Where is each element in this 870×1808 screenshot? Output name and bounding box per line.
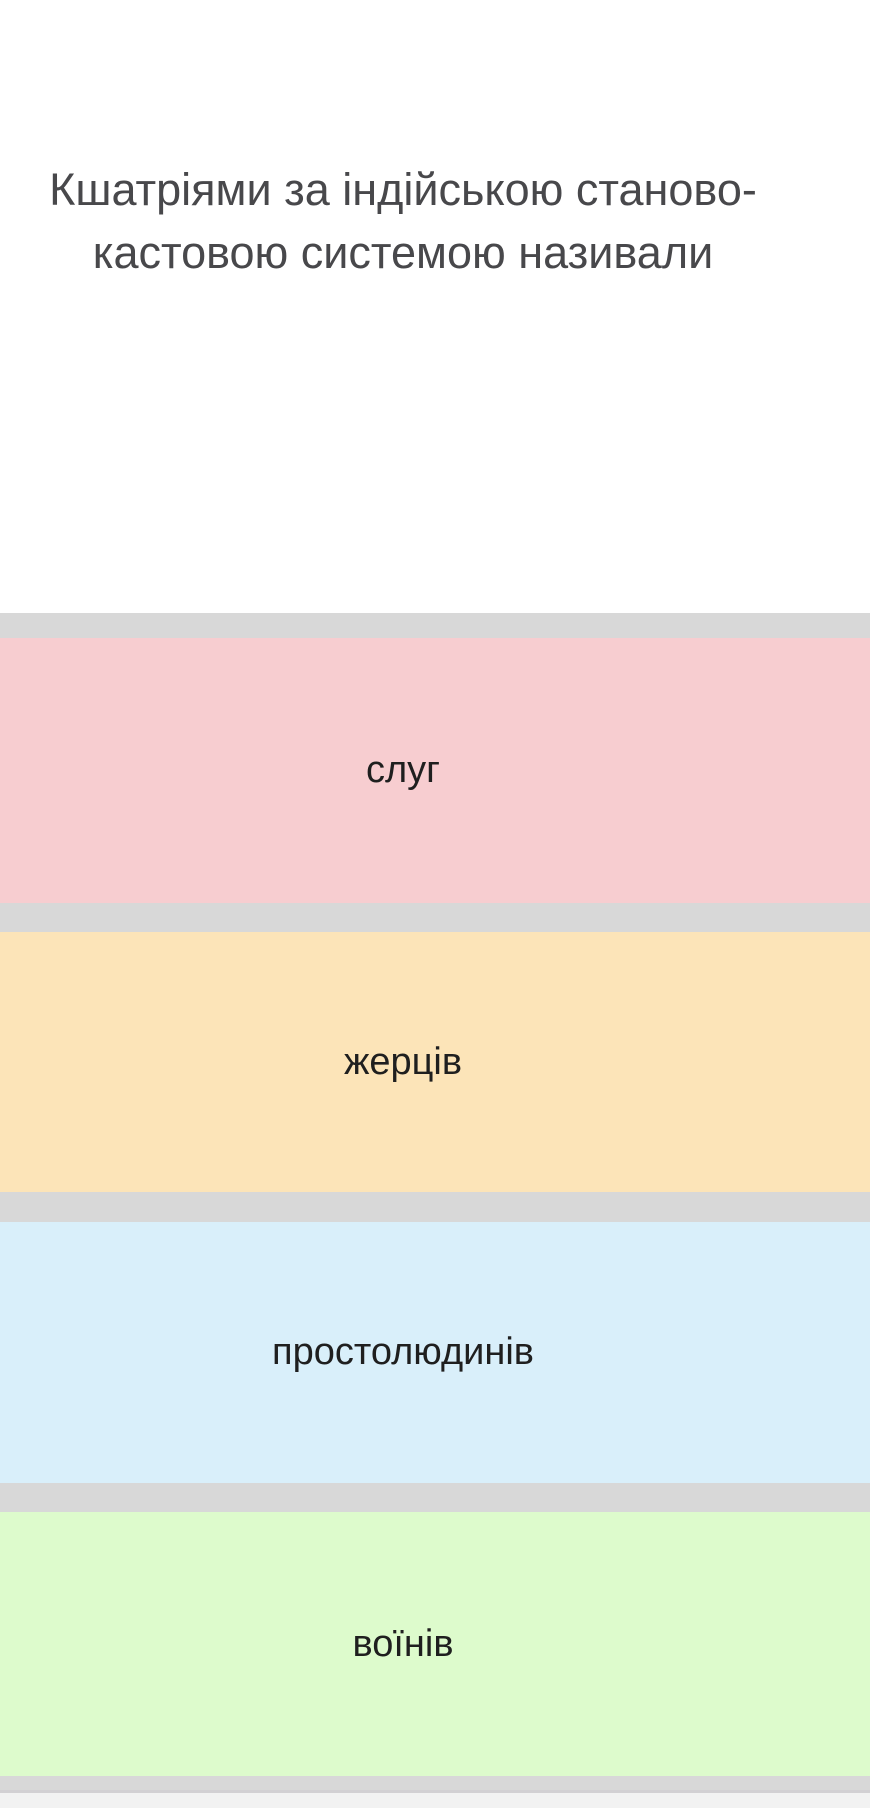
question-text: Кшатріями за індійською станово-кастовою… <box>49 164 757 278</box>
answer-option-label: воїнів <box>352 1622 454 1665</box>
question-section: Кшатріями за індійською станово-кастовою… <box>0 0 870 613</box>
answer-options-list: слуг жерців простолюдинів воїнів <box>0 613 870 1790</box>
answer-option[interactable]: жерців <box>0 932 870 1192</box>
answer-option[interactable]: воїнів <box>0 1512 870 1776</box>
answer-option-label: простолюдинів <box>272 1331 534 1373</box>
answer-option-label: слуг <box>365 749 441 791</box>
footer-strip <box>0 1790 870 1808</box>
answer-option[interactable]: слуг <box>0 638 870 903</box>
answer-option[interactable]: простолюдинів <box>0 1222 870 1483</box>
answer-option-label: жерців <box>343 1040 463 1083</box>
